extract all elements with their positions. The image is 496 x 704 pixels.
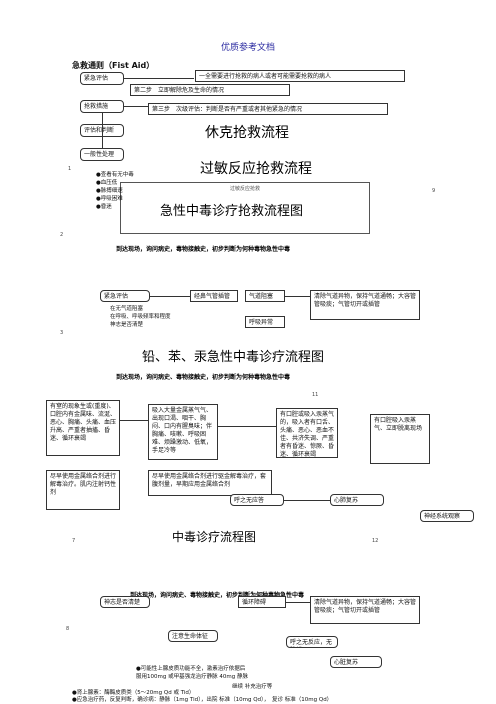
unconscious-box: 呼之无应答 xyxy=(230,494,284,506)
shock-title: 休克抢救流程 xyxy=(205,122,289,142)
benzene-title: 铅、苯、汞急性中毒诊疗流程图 xyxy=(142,346,325,365)
step3-box: 第三步 次级评估：判断是否有严重或者其他紧急的情况 xyxy=(148,103,388,115)
consc-item: 神志是否清楚 xyxy=(110,322,144,328)
connector-line xyxy=(218,426,276,427)
rescue-box: 抢救措施 xyxy=(80,100,124,113)
page-number: 9 xyxy=(432,188,436,194)
poison-eval-box: 紧急评估 xyxy=(100,290,150,302)
bottom-text-2: ●应急治疗药，反复判断，确诊病：静脉（1mg Tid），出院 标准（10mg Q… xyxy=(72,697,333,703)
connector-line xyxy=(285,296,310,297)
mercury-box: 有口腔吸入汞蒸气、立即脱离现场 xyxy=(370,414,430,464)
airway-block-box: 气道阻塞 xyxy=(245,290,285,302)
shock-obs-box: 注意生命体征 xyxy=(168,630,218,642)
circulation-box: 循环障碍 xyxy=(238,596,286,608)
bottom-text-6: 继续 补充治疗等 xyxy=(232,684,273,690)
recover-box: 心肺复苏 xyxy=(330,494,384,506)
resp-item: 在呼吸、呼吸频率和程度 xyxy=(110,314,171,320)
urgent-eval-box: 紧急评估 xyxy=(80,72,124,85)
page-header-title: 优质参考文档 xyxy=(220,43,275,53)
page-number: 7 xyxy=(72,538,76,544)
lead-rescue-box: 尽早使用金属络合剂进行解毒治疗。肌内注射钙性剂 xyxy=(46,470,120,510)
poisoning-title: 急性中毒诊疗抢救流程图 xyxy=(160,200,304,219)
poisoning2-title: 中毒诊疗流程图 xyxy=(172,528,257,545)
page-number: 1 xyxy=(68,166,72,172)
arrive-bar-3: 到达现场，询问病史、毒物接触史，初步判断为何种毒物急性中毒 xyxy=(130,590,305,599)
rescue-right-box: 有口腔或吸入汞蒸气的，吸入者有口舌、头痛、恶心、恶血不佳、共济失调、严重者有昏迷… xyxy=(276,408,338,458)
list-item: ●脉搏细速 xyxy=(96,188,123,194)
connector-line xyxy=(102,113,103,148)
list-item: ●呼吸困难 xyxy=(96,196,123,202)
connector-line xyxy=(286,602,310,603)
arrive-bar-1: 到达现场，询问病史，毒物接触史，初步判断为何种毒物急性中毒 xyxy=(116,244,291,253)
list-item: ●血压低 xyxy=(96,180,118,186)
page-number: 8 xyxy=(66,626,70,632)
page-number: 3 xyxy=(60,330,64,336)
page-number: 11 xyxy=(312,392,319,398)
connector-line xyxy=(284,500,330,501)
section-title: 急救通则（Fist Aid） xyxy=(72,61,155,70)
alert-box: 神志是否清楚 xyxy=(100,596,150,608)
obs-box: 神经系统观察 xyxy=(420,510,474,522)
tracheal-box: 经鼻气管插管 xyxy=(190,290,238,302)
page-number: 12 xyxy=(372,538,379,544)
final-box: 心脏复苏 xyxy=(330,656,382,668)
page-number: 2 xyxy=(60,232,64,238)
oxygen-box-2: 清除气道异物，保持气道通畅；大容管管吸痰；气管切开或插管 xyxy=(310,596,420,624)
oxygen-box: 清除气道异物，保持气道通畅；大容管管吸痰；气管切开或插管 xyxy=(310,290,420,320)
airway-item: 在无气道阻塞 xyxy=(110,306,144,312)
anaphylaxis-title: 过敏反应抢救流程 xyxy=(200,158,312,178)
connector-line xyxy=(124,106,148,107)
benz-rescue-box: 尽早使用金属络合剂进行驱金解毒治疗，套腹剂量，早期应用金属络合剂 xyxy=(148,470,272,496)
list-item: ●昏迷 xyxy=(96,204,112,210)
list-item: ●查看有无中毒 xyxy=(96,172,134,178)
rescue-left-box: 有窒的现象生或(重度)、口腔内有金属味、流涎、恶心、胸痛、头痛、血压升高、严重者… xyxy=(46,400,120,456)
connector-line xyxy=(150,296,190,297)
bottom-text-1: ●肾上腺素：酶酶皮质类（5～20mg Qd 或 Tid） xyxy=(72,690,195,696)
connector-line xyxy=(124,78,194,79)
ward-subtitle: 过敏反应抢救 xyxy=(229,186,260,192)
arrive-bar-2: 到达现场，询问病史、毒物接触史，初步判断为何种毒物急性中毒 xyxy=(116,372,291,381)
connector-line xyxy=(120,420,148,421)
step2-box: 第二步 立即解除危及生命的情况 xyxy=(130,84,290,96)
bottom-text-5: 服用100mg 或甲基强龙治疗静脉 40mg 静脉 xyxy=(136,674,248,680)
general-box: 一般性处理 xyxy=(80,148,124,161)
rescue-mid-box: 吸入大量金属蒸气气、出现口渴、咽干、胸闷、口内有腥臭味；伴胸痛、咳嗽、呼吸困难、… xyxy=(148,404,218,460)
consciousness-box: 呼之无反应，无脉搏 xyxy=(286,636,338,648)
bottom-text-4: ●可能性上腺皮质功能不全，激素治疗依据后 xyxy=(136,666,246,672)
breathing-box: 呼吸异常 xyxy=(245,316,285,328)
step1-box: 一全需要进行抢救的病人或者可能需要抢救的病人 xyxy=(195,70,405,82)
